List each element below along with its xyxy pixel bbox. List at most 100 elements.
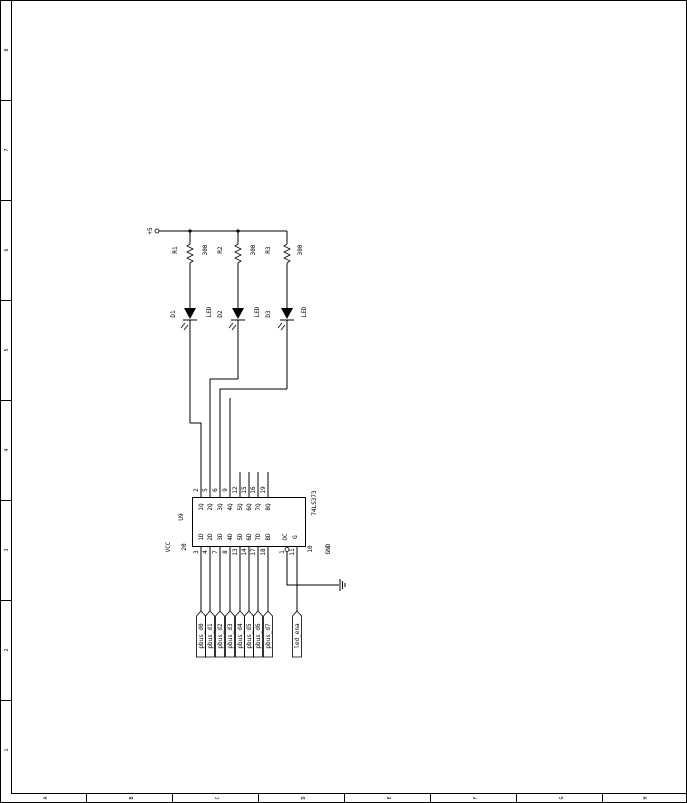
pin-name: GND (325, 543, 332, 554)
led-d1: D1 LED (170, 306, 213, 423)
pin-number: 12 (232, 486, 239, 494)
row-label: 1 (4, 748, 10, 751)
pin-name: 8Q (265, 503, 272, 511)
row-label: 6 (4, 248, 10, 251)
led-value: LED (254, 306, 261, 317)
resistor-icon (234, 243, 242, 264)
led-ref: D3 (265, 310, 272, 318)
pin-name: 2D (207, 533, 214, 541)
port-label: led_ena (294, 623, 301, 649)
row-label: 4 (4, 448, 10, 451)
led-diode-icon (232, 308, 244, 319)
resistor-icon (283, 243, 291, 264)
pin-name: G (292, 535, 299, 539)
pin-number: 7 (212, 550, 219, 554)
led-wires (190, 378, 287, 486)
led-value: LED (301, 306, 308, 317)
pin-number: 4 (202, 550, 209, 554)
port-tag-pbus-d1: pbus_d1 (205, 610, 215, 658)
pin-number: 14 (241, 548, 248, 556)
pin-number: 15 (241, 486, 248, 494)
led-ref: D1 (170, 310, 177, 318)
bus-wires (200, 547, 269, 611)
pin-name: 8D (265, 533, 272, 541)
ground-icon (339, 579, 346, 591)
port-tag-icon (253, 610, 263, 658)
pin-name: 4D (227, 533, 234, 541)
column-label: C (215, 796, 221, 799)
pin-name: 4Q (227, 503, 234, 511)
port-tag-icon (292, 610, 302, 658)
pin-number: 1 (279, 550, 286, 554)
port-tag-pbus-d6: pbus_d6 (253, 610, 263, 658)
resistor-ref: R1 (172, 246, 179, 254)
port-tag-pbus-d7: pbus_d7 (263, 610, 273, 658)
column-labels: A B C D E F G H (43, 796, 649, 799)
pin-name: 7Q (255, 503, 262, 511)
resistor-value: 300 (297, 244, 304, 255)
pin-number: 18 (260, 548, 267, 556)
ic-part: 74LS373 (311, 490, 318, 516)
resistor-r1: R1 300 (172, 231, 209, 308)
control-pins: OC G 1 11 (279, 533, 299, 556)
port-tag-icon (205, 610, 215, 658)
row-label: 3 (4, 548, 10, 551)
led-value: LED (206, 306, 213, 317)
port-label: pbus_d6 (255, 623, 262, 649)
pin-number: 13 (232, 548, 239, 556)
resistor-r3: R3 300 (265, 231, 304, 308)
pin-name: 3D (217, 533, 224, 541)
ic-ref: U9 (178, 513, 185, 521)
port-label: pbus_d3 (227, 623, 234, 649)
pin-name: 7D (255, 533, 262, 541)
port-tag-pbus-d3: pbus_d3 (225, 610, 235, 658)
column-label: F (473, 796, 479, 799)
latch-ic: U9 74LS373 2 5 6 9 12 15 16 19 1Q 2Q 3Q … (165, 486, 332, 556)
pin-number: 19 (260, 486, 267, 494)
pin-number: 9 (222, 488, 229, 492)
bus-port-tags: pbus_d0 pbus_d1 pbus_d2 pbus_d3 pbus_d4 … (196, 610, 302, 658)
led-ref: D2 (217, 310, 224, 318)
port-label: pbus_d1 (207, 623, 214, 649)
port-tag-icon (225, 610, 235, 658)
column-label: A (43, 796, 49, 799)
pin-name: 1Q (198, 503, 205, 511)
row-label: 8 (4, 48, 10, 51)
led-diode-icon (184, 308, 196, 319)
column-label: G (559, 796, 565, 799)
port-label: pbus_d5 (246, 623, 253, 649)
power-port-icon (154, 228, 160, 234)
pin-number: 16 (250, 486, 257, 494)
row-label: 7 (4, 148, 10, 151)
pin-number: 10 (307, 545, 314, 553)
pin-number: 3 (193, 550, 200, 554)
row-label: 2 (4, 648, 10, 651)
pin-name: 5Q (237, 503, 244, 511)
port-label: pbus_d2 (217, 623, 224, 649)
port-label: pbus_d7 (265, 623, 272, 649)
port-tag-pbus-d4: pbus_d4 (235, 610, 245, 658)
power-pins: VCC 20 10 GND (165, 541, 332, 554)
resistor-r2: R2 300 (217, 231, 257, 308)
row-labels: 8 7 6 5 4 3 2 1 (4, 48, 10, 751)
port-tag-pbus-d0: pbus_d0 (196, 610, 206, 658)
pin-name: 5D (237, 533, 244, 541)
port-label: pbus_d4 (237, 623, 244, 649)
led-d2: D2 LED (217, 306, 261, 379)
pin-name: 6D (246, 533, 253, 541)
pin-name: 1D (198, 533, 205, 541)
port-tag-led-ena: led_ena (292, 610, 302, 658)
port-tag-icon (215, 610, 225, 658)
led-d3: D3 LED (265, 306, 308, 389)
pin-number: 2 (193, 488, 200, 492)
pin-name: 6Q (246, 503, 253, 511)
resistor-value: 300 (202, 244, 209, 255)
resistor-value: 300 (250, 244, 257, 255)
pin-number: 8 (222, 550, 229, 554)
output-pins: 2 5 6 9 12 15 16 19 1Q 2Q 3Q 4Q 5Q 6Q 7Q… (193, 486, 272, 511)
port-tag-pbus-d2: pbus_d2 (215, 610, 225, 658)
port-label: pbus_d0 (198, 623, 205, 649)
port-tag-icon (235, 610, 245, 658)
vcc-rail: +5 (147, 227, 287, 235)
pin-number: 20 (181, 543, 188, 551)
